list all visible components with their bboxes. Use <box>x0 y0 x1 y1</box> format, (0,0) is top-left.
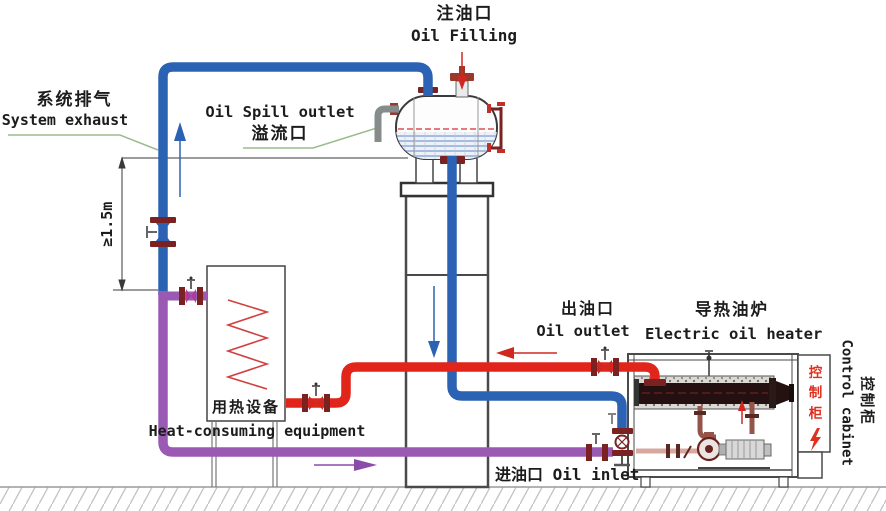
valve-exhaust-riser <box>146 217 176 247</box>
label-oil-outlet-zh: 出油口 <box>560 299 615 318</box>
label-system-exhaust-en: System exhaust <box>1 111 129 129</box>
inlet-strainer-assembly <box>608 413 633 467</box>
arrow-up-heater <box>738 400 746 424</box>
label-heater-en: Electric oil heater <box>645 325 823 343</box>
lightning-icon <box>810 428 821 451</box>
label-control-cabinet-zh: 控制柜 <box>857 376 874 426</box>
cold-pipe-exhaust-loop <box>158 62 433 295</box>
label-equipment-en: Heat-consuming equipment <box>148 422 366 440</box>
valves <box>146 217 633 467</box>
arrow-up-exhaust <box>174 122 186 197</box>
label-oil-spill-outlet-en: Oil Spill outlet <box>205 103 355 121</box>
label-min-height: ≥1.5m <box>97 201 116 247</box>
valve-equipment-supply <box>302 382 330 412</box>
heater-outlet-flange <box>644 379 666 386</box>
tank-oil-level <box>396 132 497 159</box>
label-equipment-zh: 用热设备 <box>211 398 280 416</box>
circulation-pump-piping <box>636 402 772 469</box>
label-control-cabinet-en: Control cabinet <box>838 339 855 466</box>
label-oil-inlet: 进油口 Oil inlet <box>495 465 640 484</box>
valve-equipment-return <box>179 276 203 305</box>
arrow-right-return <box>314 459 377 471</box>
label-oil-outlet-en: Oil outlet <box>536 322 630 340</box>
pipes <box>158 62 660 457</box>
valve-oil-outlet <box>591 346 619 376</box>
ground-hatch <box>0 486 886 511</box>
overflow-pipe <box>374 105 399 142</box>
return-pipe <box>158 291 613 457</box>
level-gauge <box>487 102 505 153</box>
heating-coil <box>225 299 270 390</box>
hot-pipe <box>286 362 660 408</box>
arrow-left-hot <box>496 347 557 359</box>
flow-arrows <box>174 52 746 471</box>
control-cabinet <box>797 354 831 479</box>
dimension-lines <box>113 156 408 292</box>
label-oil-filling-en: Oil Filling <box>411 26 517 45</box>
valve-oil-inlet <box>586 433 608 461</box>
heat-consuming-equipment <box>206 265 286 487</box>
tank-stand <box>399 154 495 489</box>
label-oil-spill-outlet-zh: 溢流口 <box>251 124 309 144</box>
safety-vent <box>705 350 713 376</box>
control-cabinet-panel-text: 控制柜 <box>808 365 823 422</box>
label-oil-filling-zh: 注油口 <box>436 4 494 24</box>
leader-lines <box>8 126 381 151</box>
label-heater-zh: 导热油炉 <box>695 300 769 319</box>
cold-pipe-tank-drop <box>447 156 627 430</box>
arrow-oil-filling <box>457 52 467 90</box>
label-system-exhaust-zh: 系统排气 <box>36 90 113 110</box>
arrow-down-tank <box>428 286 440 358</box>
expansion-tank <box>374 66 505 164</box>
